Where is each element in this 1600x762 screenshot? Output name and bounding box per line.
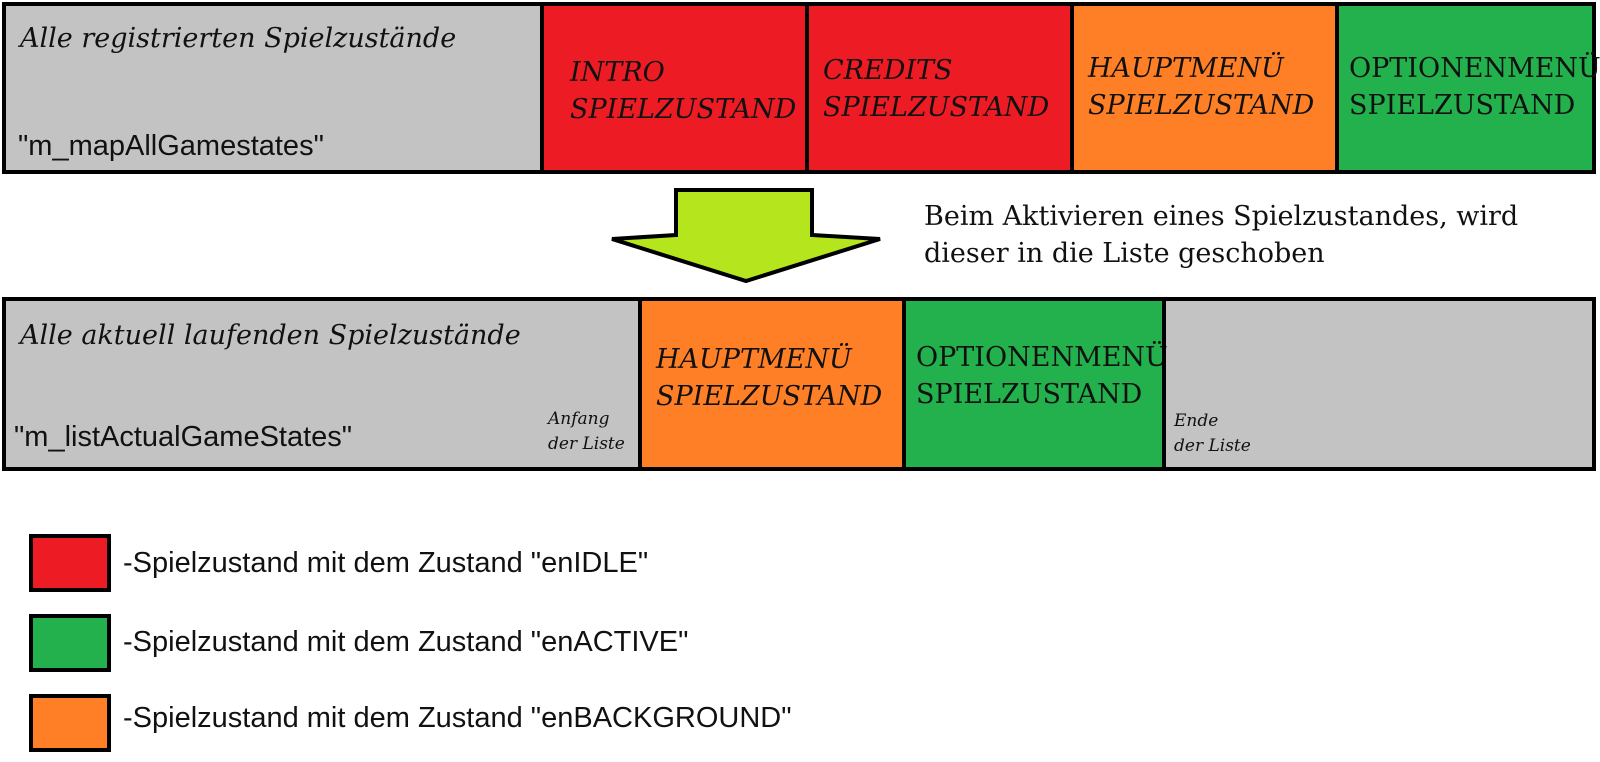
mainmenu-state-cell: HAUPTMENÜ SPIELZUSTAND: [1070, 6, 1335, 170]
actual-gamestates-title: Alle aktuell laufenden Spielzustände: [20, 320, 521, 351]
all-gamestates-header-cell: Alle registrierten Spielzustände "m_mapA…: [6, 6, 540, 170]
legend-background-swatch: [29, 694, 111, 752]
credits-state-name: CREDITS: [823, 55, 953, 86]
mainmenu-state-type: SPIELZUSTAND: [1088, 90, 1315, 121]
legend-active-swatch: [29, 614, 111, 672]
running-optionsmenu-state-cell: OPTIONENMENÜ SPIELZUSTAND: [902, 301, 1168, 467]
activation-note-line1: Beim Aktivieren eines Spielzustandes, wi…: [924, 201, 1519, 232]
optionsmenu-state-cell: OPTIONENMENÜ SPIELZUSTAND: [1335, 6, 1600, 170]
all-gamestates-container: Alle registrierten Spielzustände "m_mapA…: [2, 2, 1600, 174]
running-mainmenu-state-name: HAUPTMENÜ: [656, 344, 852, 375]
intro-state-type: SPIELZUSTAND: [570, 94, 797, 125]
list-end-label: Ende der Liste: [1174, 409, 1251, 459]
all-gamestates-title: Alle registrierten Spielzustände: [20, 23, 457, 54]
list-start-label: Anfang der Liste: [548, 407, 625, 457]
running-mainmenu-state-cell: HAUPTMENÜ SPIELZUSTAND: [638, 301, 902, 467]
list-start-line1: Anfang: [548, 409, 610, 429]
list-end-line1: Ende: [1174, 411, 1219, 431]
optionsmenu-state-type: SPIELZUSTAND: [1349, 90, 1576, 121]
legend-active-text: -Spielzustand mit dem Zustand "enACTIVE": [123, 626, 689, 658]
legend-idle-swatch: [29, 534, 111, 592]
credits-state-type: SPIELZUSTAND: [823, 92, 1050, 123]
list-end-line2: der Liste: [1174, 436, 1251, 456]
down-arrow-shape: [611, 188, 881, 284]
actual-gamestates-container: Alle aktuell laufenden Spielzustände "m_…: [2, 297, 1596, 471]
actual-gamestates-variable: "m_listActualGameStates": [14, 421, 353, 453]
actual-gamestates-header-cell: Alle aktuell laufenden Spielzustände "m_…: [6, 301, 638, 467]
legend-background-text: -Spielzustand mit dem Zustand "enBACKGRO…: [123, 702, 792, 734]
list-end-cell: Ende der Liste: [1162, 301, 1592, 467]
all-gamestates-variable: "m_mapAllGamestates": [18, 130, 324, 162]
intro-state-name: INTRO: [570, 57, 665, 88]
list-start-line2: der Liste: [548, 434, 625, 454]
activation-note-line2: dieser in die Liste geschoben: [924, 238, 1325, 269]
credits-state-cell: CREDITS SPIELZUSTAND: [805, 6, 1070, 170]
running-optionsmenu-state-type: SPIELZUSTAND: [916, 379, 1143, 410]
running-mainmenu-state-type: SPIELZUSTAND: [656, 381, 883, 412]
mainmenu-state-name: HAUPTMENÜ: [1088, 53, 1284, 84]
activation-note: Beim Aktivieren eines Spielzustandes, wi…: [924, 198, 1574, 272]
running-optionsmenu-state-name: OPTIONENMENÜ: [916, 342, 1168, 373]
optionsmenu-state-name: OPTIONENMENÜ: [1349, 53, 1600, 84]
down-arrow-icon: [611, 188, 881, 284]
intro-state-cell: INTRO SPIELZUSTAND: [540, 6, 805, 170]
legend-idle-text: -Spielzustand mit dem Zustand "enIDLE": [123, 547, 649, 579]
